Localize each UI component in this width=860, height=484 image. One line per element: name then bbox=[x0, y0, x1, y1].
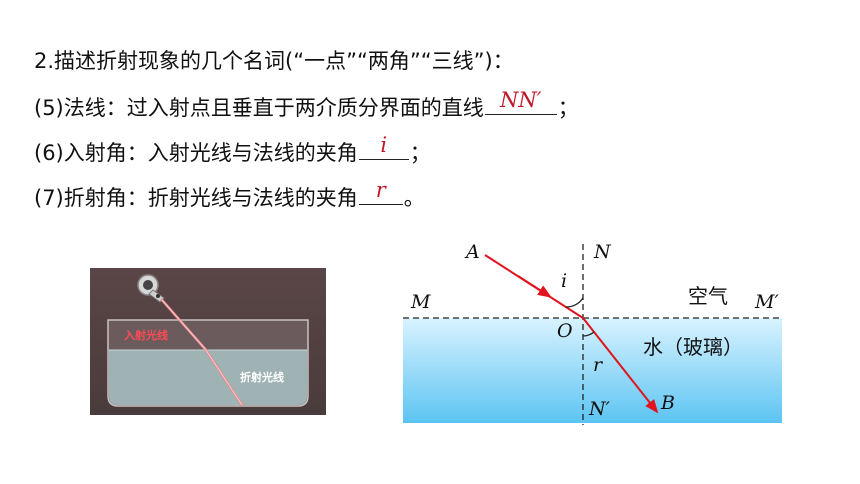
item-6-blank: i bbox=[358, 133, 409, 160]
item-7-blank: r bbox=[358, 178, 403, 205]
incident-ray-label: 入射光线 bbox=[124, 328, 168, 342]
point-M-label: M bbox=[410, 291, 431, 313]
item-5-answer: NN′ bbox=[499, 88, 542, 112]
heading: 2.描述折射现象的几个名词(“一点”“两角”“三线”)： bbox=[34, 47, 514, 75]
incident-ray-arrow bbox=[517, 275, 552, 298]
item-5-text: (5)法线：过入射点且垂直于两介质分界面的直线 bbox=[34, 96, 484, 120]
item-6: (6)入射角：入射光线与法线的夹角 i ； bbox=[34, 133, 431, 167]
angle-i-arc bbox=[565, 297, 584, 308]
item-7-suffix: 。 bbox=[403, 186, 425, 210]
item-7-text: (7)折射角：折射光线与法线的夹角 bbox=[34, 186, 358, 210]
air-label: 空气 bbox=[688, 284, 728, 308]
water-label: 水（玻璃） bbox=[643, 335, 743, 359]
item-6-suffix: ； bbox=[409, 141, 431, 165]
item-5: (5)法线：过入射点且垂直于两介质分界面的直线 NN′ ； bbox=[34, 88, 579, 122]
item-7-answer: r bbox=[375, 178, 386, 202]
point-O-label: O bbox=[557, 320, 573, 342]
point-N-prime-label: N′ bbox=[588, 398, 611, 420]
tank-water bbox=[109, 350, 307, 405]
item-6-text: (6)入射角：入射光线与法线的夹角 bbox=[34, 141, 358, 165]
laser-pointer-icon bbox=[137, 274, 165, 303]
refraction-diagram: A N M M′ O N′ B i r 空气 水（玻璃） bbox=[403, 241, 782, 425]
item-5-suffix: ； bbox=[557, 96, 579, 120]
laser-beam-core bbox=[161, 299, 243, 406]
point-B-label: B bbox=[660, 392, 675, 414]
point-N-label: N bbox=[593, 241, 612, 263]
refraction-photo: 入射光线 折射光线 bbox=[90, 268, 326, 415]
item-6-answer: i bbox=[380, 133, 388, 157]
angle-r-arc bbox=[582, 331, 595, 337]
refracted-ray-label: 折射光线 bbox=[240, 370, 284, 384]
point-M-prime-label: M′ bbox=[754, 291, 779, 313]
angle-i-label: i bbox=[561, 270, 567, 292]
refracted-ray bbox=[582, 317, 659, 414]
heading-text: 2.描述折射现象的几个名词(“一点”“两角”“三线”)： bbox=[34, 49, 514, 73]
point-A-label: A bbox=[464, 241, 480, 263]
angle-r-label: r bbox=[593, 354, 604, 376]
item-7: (7)折射角：折射光线与法线的夹角 r 。 bbox=[34, 178, 425, 212]
item-5-blank: NN′ bbox=[484, 88, 557, 115]
water-region bbox=[403, 318, 782, 423]
